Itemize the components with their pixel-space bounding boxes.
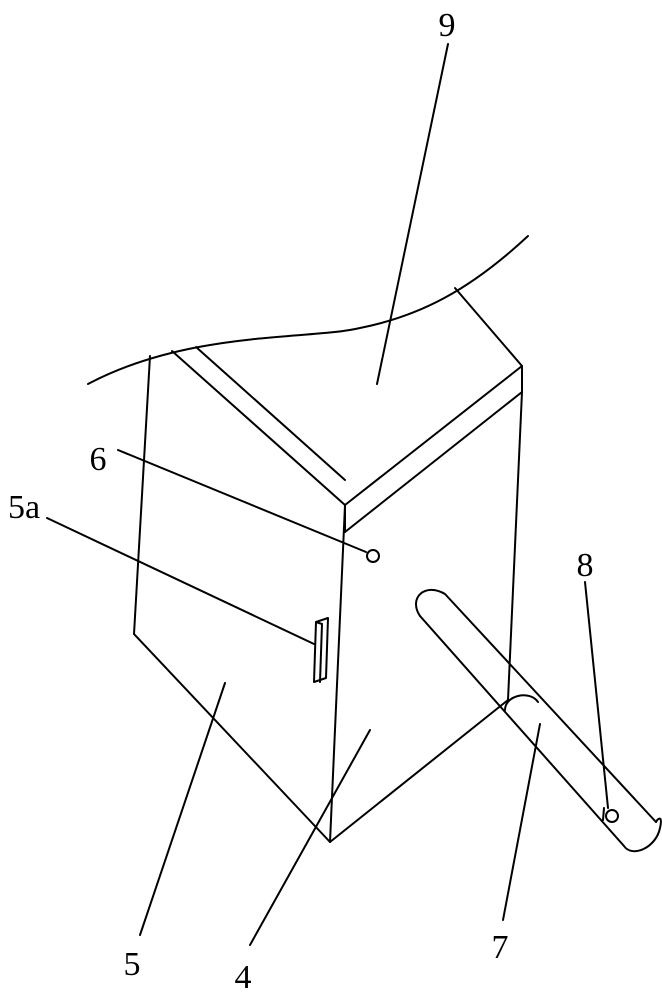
marker-8 — [603, 808, 618, 822]
leader-5 — [140, 683, 225, 935]
leader-4 — [250, 730, 370, 945]
rod-7 — [416, 590, 661, 851]
box-body — [134, 356, 522, 842]
leader-9 — [377, 44, 448, 384]
top-plate — [172, 288, 522, 532]
label-6: 6 — [90, 441, 107, 478]
latch-5a — [314, 618, 328, 682]
leader-lines — [47, 44, 608, 945]
leader-5a — [47, 518, 314, 644]
label-4: 4 — [235, 959, 252, 996]
label-5a: 5a — [8, 489, 40, 526]
hole-6 — [367, 550, 379, 562]
leader-7 — [503, 724, 540, 920]
label-9: 9 — [439, 7, 456, 44]
label-5: 5 — [124, 946, 141, 983]
label-7: 7 — [492, 929, 509, 966]
leader-8 — [585, 582, 608, 808]
label-8: 8 — [577, 547, 594, 584]
top-plate-break-line — [88, 236, 528, 384]
